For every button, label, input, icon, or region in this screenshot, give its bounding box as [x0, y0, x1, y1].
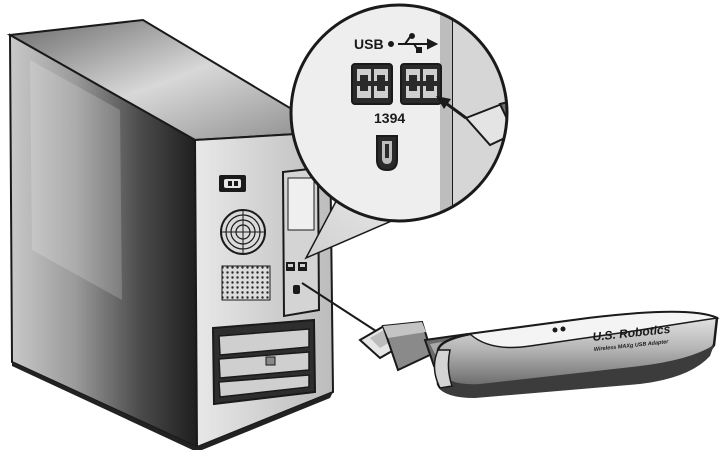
- drive-bays: [213, 320, 315, 404]
- magnified-port-callout: USB: [291, 0, 540, 230]
- led-indicator: [553, 328, 558, 333]
- fan-grille-icon: [221, 210, 265, 254]
- usb-label: USB: [354, 36, 384, 52]
- usb-port-icon: [352, 64, 392, 104]
- firewire-port-icon: [377, 136, 397, 170]
- firewire-label: 1394: [374, 110, 405, 126]
- vent-grid: [222, 266, 270, 300]
- power-socket-icon: [219, 175, 246, 192]
- computer-tower: [10, 20, 333, 450]
- usb-port-icon: [401, 64, 441, 104]
- led-indicator: [561, 327, 566, 332]
- usb-adapter: U.S. Robotics Wireless MAXg USB Adapter: [360, 312, 717, 398]
